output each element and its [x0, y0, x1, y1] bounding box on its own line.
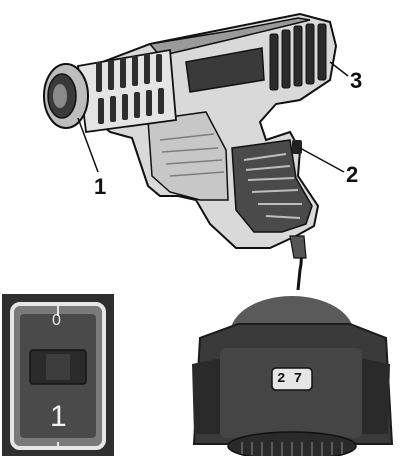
rear-vents: [269, 23, 327, 91]
dial-detail-photo: 2 7: [180, 294, 402, 456]
handle-front-ribs: [159, 133, 225, 177]
switch-detail-photo: 0 1: [2, 294, 114, 456]
callout-1: 1: [94, 174, 107, 199]
nozzle-core: [53, 84, 67, 108]
switch-detail-graphic: [2, 294, 114, 456]
switch-position-on-label: 1: [50, 400, 67, 433]
top-window: [185, 47, 265, 93]
callout-3: 3: [350, 68, 363, 93]
grip-ribs: [243, 153, 302, 219]
cable-strain-relief: [289, 235, 307, 259]
heat-gun-illustration: [43, 12, 349, 290]
switch-position-off-label: 0: [52, 312, 61, 329]
leader-2: [299, 147, 345, 173]
switch-knob: [292, 140, 302, 154]
dial-window: [271, 367, 313, 391]
dial-window-readout: 2 7: [277, 371, 303, 387]
leader-1: [77, 117, 99, 173]
leader-3: [329, 61, 349, 77]
barrel-vents: [96, 54, 164, 124]
dial-detail-graphic: [192, 296, 394, 456]
callout-2: 2: [346, 162, 359, 187]
handle-grip: [231, 139, 313, 233]
